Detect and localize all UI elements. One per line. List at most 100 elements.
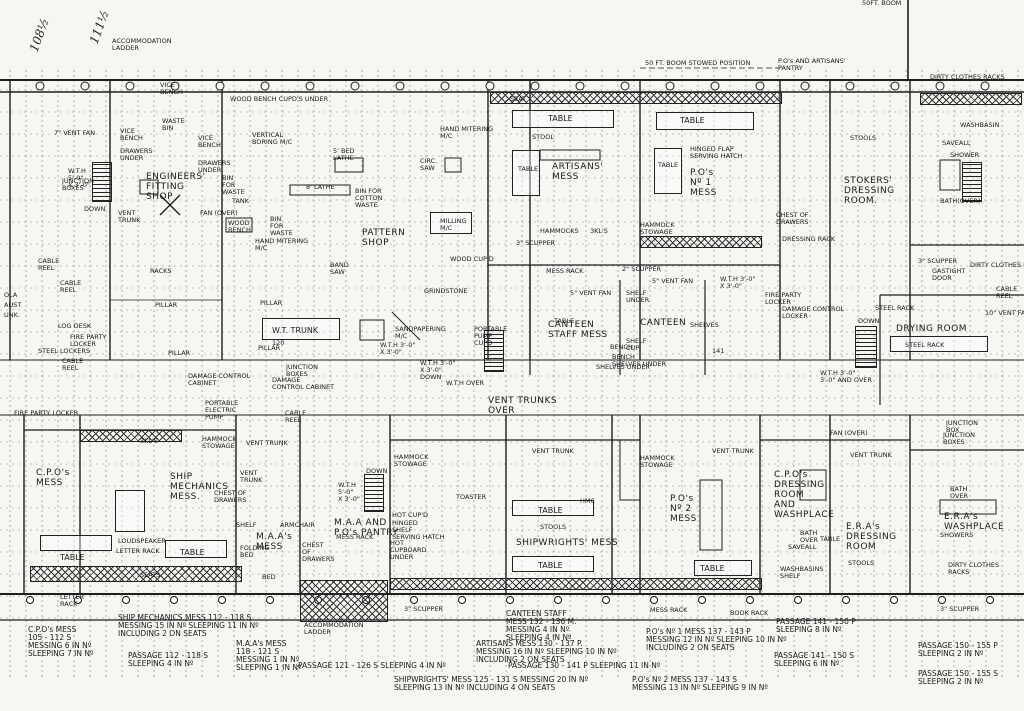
label-line: DIRTY CLOTHES RACKS [930,73,1005,81]
label-line: STEEL RACK [905,341,945,349]
label-line: PASSAGE 150 - 155 S [918,669,999,678]
label-line: MILLING [440,217,467,225]
label-line: E.R.A's [944,512,979,522]
label-line: SHIP [170,472,193,482]
label-line: MESSING 4 IN Nº [506,625,570,634]
label-line: SERVING HATCH [690,152,743,160]
label-line: DRESSING RACK [782,235,836,243]
label-line: MECHANICS [170,482,229,492]
bench-outline [139,179,159,195]
fitting-label-pillar-4: PILLAR [258,345,280,352]
fitting-label-hot-cupd: HOT CUP'D [392,512,428,519]
fitting-label-vent-trunk-2: VENT TRUNK [246,440,288,447]
label-line: WOOD CUP'D [450,255,494,263]
label-line: UNK. [4,311,20,319]
shower-outline [939,159,961,191]
fitting-label-frame-120: 120 [272,340,284,347]
label-line: UNDER [198,166,222,174]
label-line: WASTE [222,188,245,196]
fitting-label-table-6: TABLE [180,548,205,557]
pillar-circle-lower [122,596,130,604]
label-line: VENT [240,469,258,477]
label-line: BIN [222,174,234,182]
label-line: LOCKER [782,312,808,320]
label-line: BOOK RACK [730,609,769,617]
label-line: UNDER [390,553,414,561]
label-line: BIN [162,124,174,132]
label-line: LETTER RACK [116,547,160,555]
fitting-label-table-3: TABLE [518,166,538,173]
pillar-circle-lower [218,596,226,604]
pillar-circle-lower [458,596,466,604]
label-line: WASTE [355,201,378,209]
label-line: ARTISANS MESS 130 - 137 P. [476,639,583,648]
fitting-label-log-desk: LOG DESK [58,323,91,330]
fitting-label-table-10: TABLE [820,536,840,543]
label-line: SHELVES UNDER [612,360,667,368]
label-line: MESS [670,514,697,524]
fitting-label-stool: STOOL [532,134,554,141]
label-line: SAW [330,268,345,276]
fitting-label-vent-fan-2: 5" VENT FAN [570,290,611,297]
label-line: STAFF MESS [548,330,608,340]
label-line: BENCH [160,88,183,96]
label-line: SHELVES [690,321,719,329]
label-line: WASHPLACE [774,510,835,520]
label-line: DRYING ROOM [896,324,968,334]
label-line: TRUNK [118,216,141,224]
label-line: INCLUDING 2 ON SEATS [118,629,207,638]
label-line: CONTROL CABINET [272,383,335,391]
label-line: TABLE [700,564,725,573]
fitting-label-wth-over: W.T.H OVER [446,380,484,387]
label-line: MESS RACK [546,267,584,275]
fitting-label-table-4: TABLE [658,162,678,169]
pillar-circle-upper [845,81,855,91]
label-line: TABLE [658,161,679,169]
label-line: BIN FOR [355,187,382,195]
fitting-label-pillar-2: PILLAR [260,300,282,307]
label-line: DRESSING [774,480,825,490]
fitting-label-fan-7: 7" VENT FAN [54,130,95,137]
label-line: ROOM. [844,196,878,206]
pillar-circle-upper [125,81,135,91]
label-line: CABLE [62,357,84,365]
label-line: HINGED [392,519,418,527]
label-line: WASHPLACE [944,522,1005,532]
label-line: MESS [552,172,579,182]
hatched-seat-strip-bottom [390,578,762,590]
label-line: 5" VENT FAN [570,289,612,297]
label-line: OF [302,548,311,556]
label-line: REEL [60,286,77,294]
label-line: 3'-0" AND OVER [820,376,872,384]
label-line: PASSAGE 141 - 150 S [774,651,855,660]
label-line: VICE [160,81,176,89]
fitting-label-fan-over: FAN (OVER) [200,210,238,217]
lathe-outline [334,157,364,173]
label-line: PILLAR [258,344,281,352]
label-line: MESSING 12 IN Nº SLEEPING 10 IN Nº [646,635,787,644]
label-line: SLEEPING 4 IN Nº [128,659,194,668]
label-line: SHOWERS [940,531,974,539]
fitting-label-bed-lathe-8: 8' LATHE [306,184,335,191]
